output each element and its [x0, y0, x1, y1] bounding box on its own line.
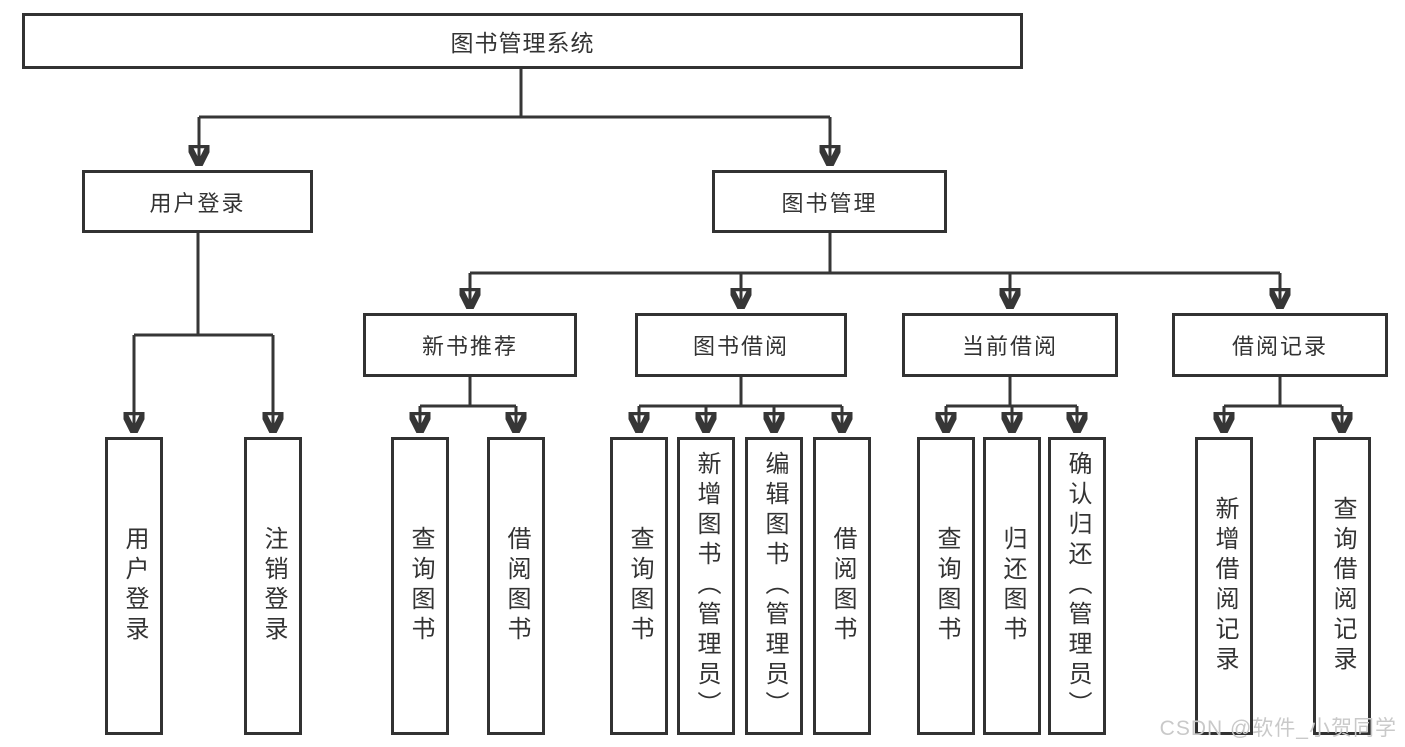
- leaf-confirm-return-admin: 确认归还（管理员）: [1048, 437, 1106, 735]
- node-label: 新增图书（管理员）: [693, 451, 720, 721]
- node-book-management: 图书管理: [712, 170, 947, 233]
- leaf-add-borrow-record: 新增借阅记录: [1195, 437, 1253, 735]
- leaf-query-books-recommend: 查询图书: [391, 437, 449, 735]
- node-label: 查询图书: [626, 526, 653, 646]
- leaf-borrow-books-recommend: 借阅图书: [487, 437, 545, 735]
- node-label: 新增借阅记录: [1211, 496, 1238, 676]
- csdn-watermark: CSDN @软件_小贺同学: [1159, 717, 1397, 740]
- node-label: 借阅图书: [503, 526, 530, 646]
- node-label: 用户登录: [149, 190, 246, 216]
- node-book-borrow: 图书借阅: [635, 313, 847, 377]
- node-borrow-records: 借阅记录: [1172, 313, 1388, 377]
- leaf-query-books-current: 查询图书: [917, 437, 975, 735]
- node-label: 编辑图书（管理员）: [761, 451, 788, 721]
- leaf-add-books-admin: 新增图书（管理员）: [677, 437, 735, 735]
- node-label: 查询借阅记录: [1329, 496, 1356, 676]
- connector-borrowrecords: [1224, 377, 1342, 408]
- node-current-borrow: 当前借阅: [902, 313, 1118, 377]
- node-label: 归还图书: [999, 526, 1026, 646]
- leaf-query-borrow-record: 查询借阅记录: [1313, 437, 1371, 735]
- leaf-query-books-borrow: 查询图书: [610, 437, 668, 735]
- node-label: 注销登录: [260, 526, 287, 646]
- node-label: 确认归还（管理员）: [1064, 451, 1091, 721]
- node-label: 当前借阅: [961, 334, 1058, 359]
- connector-currentborrow: [946, 377, 1077, 408]
- node-label: 图书管理: [781, 190, 878, 216]
- node-label: 图书管理系统: [450, 30, 595, 56]
- node-label: 用户登录: [121, 526, 148, 646]
- node-new-book-recommend: 新书推荐: [363, 313, 577, 377]
- node-label: 新书推荐: [421, 334, 518, 359]
- node-label: 查询图书: [407, 526, 434, 646]
- node-user-login: 用户登录: [82, 170, 313, 233]
- node-library-management-system: 图书管理系统: [22, 13, 1023, 69]
- leaf-user-login: 用户登录: [105, 437, 163, 735]
- leaf-return-books: 归还图书: [983, 437, 1041, 735]
- node-label: 查询图书: [933, 526, 960, 646]
- connector-bookborrow: [639, 377, 842, 408]
- connector-newbooks: [420, 377, 516, 408]
- node-label: 借阅图书: [829, 526, 856, 646]
- leaf-borrow-books: 借阅图书: [813, 437, 871, 735]
- leaf-logout: 注销登录: [244, 437, 302, 735]
- node-label: 借阅记录: [1231, 334, 1328, 359]
- node-label: 图书借阅: [692, 334, 789, 359]
- leaf-edit-books-admin: 编辑图书（管理员）: [745, 437, 803, 735]
